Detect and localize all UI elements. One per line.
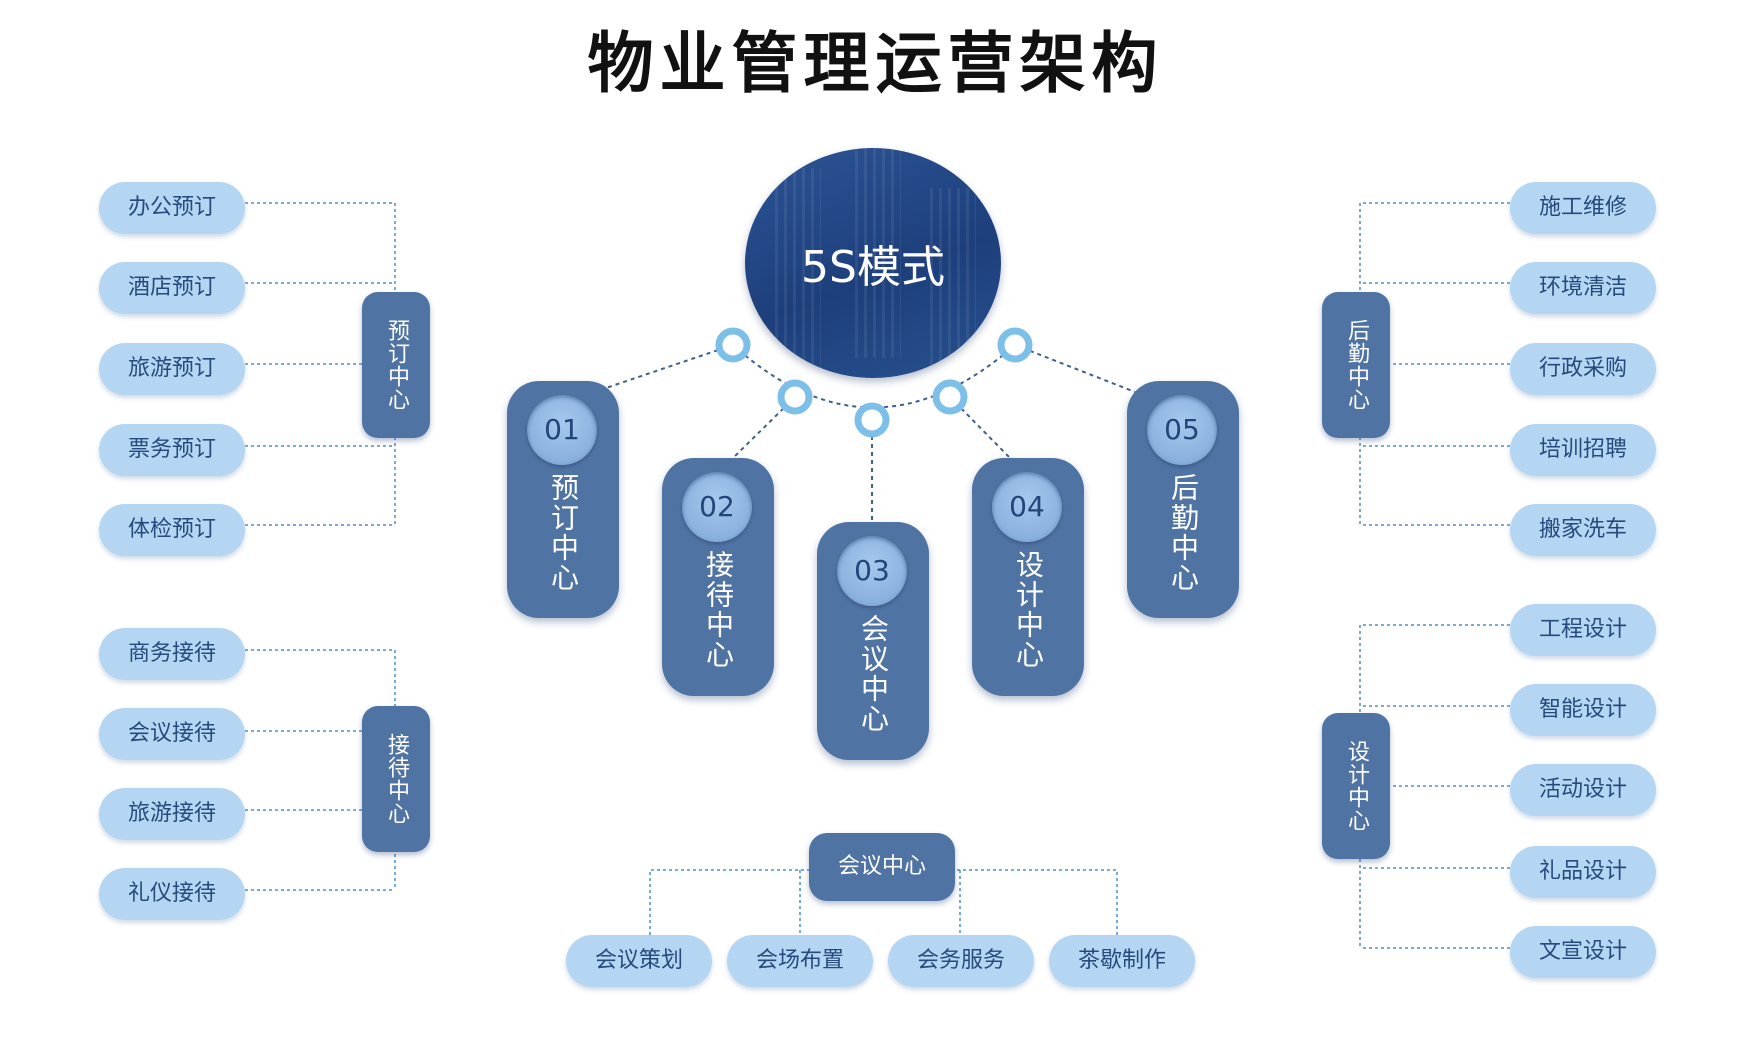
logistics-item[interactable]: 施工维修 xyxy=(1510,182,1656,234)
reception-item[interactable]: 商务接待 xyxy=(99,628,245,680)
center-number: 04 xyxy=(992,472,1062,542)
design-item[interactable]: 工程设计 xyxy=(1510,604,1656,656)
building-texture xyxy=(930,188,976,378)
logistics-item[interactable]: 培训招聘 xyxy=(1510,424,1656,476)
center-number: 02 xyxy=(682,472,752,542)
conference-item[interactable]: 会务服务 xyxy=(888,935,1034,987)
center-card-01[interactable]: 01 预订中心 xyxy=(507,381,619,618)
reservation-item[interactable]: 办公预订 xyxy=(99,182,245,234)
center-label: 后勤中心 xyxy=(1167,473,1200,593)
reception-center-label: 接待中心 xyxy=(384,733,409,825)
conference-center-node[interactable]: 会议中心 xyxy=(809,833,955,901)
reservation-center-node[interactable]: 预订中心 xyxy=(362,292,430,438)
design-item[interactable]: 活动设计 xyxy=(1510,764,1656,816)
center-number: 01 xyxy=(527,395,597,465)
logistics-item[interactable]: 环境清洁 xyxy=(1510,262,1656,314)
reservation-item[interactable]: 票务预订 xyxy=(99,424,245,476)
center-number: 05 xyxy=(1147,395,1217,465)
center-card-04[interactable]: 04 设计中心 xyxy=(972,458,1084,696)
logistics-item[interactable]: 行政采购 xyxy=(1510,343,1656,395)
hub-circle: 5S模式 xyxy=(745,148,1001,378)
hub-label: 5S模式 xyxy=(801,242,945,293)
center-label: 设计中心 xyxy=(1012,550,1045,670)
center-label: 接待中心 xyxy=(702,550,735,670)
connector-ring xyxy=(854,402,890,438)
connector-ring xyxy=(997,327,1033,363)
building-texture xyxy=(855,148,901,358)
page-title: 物业管理运营架构 xyxy=(587,25,1164,102)
design-item[interactable]: 礼品设计 xyxy=(1510,846,1656,898)
conference-item[interactable]: 会议策划 xyxy=(566,935,712,987)
center-label: 预订中心 xyxy=(547,473,580,593)
center-label: 会议中心 xyxy=(857,614,890,734)
center-card-05[interactable]: 05 后勤中心 xyxy=(1127,381,1239,618)
connector-ring xyxy=(777,379,813,415)
reception-item[interactable]: 会议接待 xyxy=(99,708,245,760)
reservation-item[interactable]: 体检预订 xyxy=(99,504,245,556)
design-item[interactable]: 文宣设计 xyxy=(1510,926,1656,978)
reception-center-node[interactable]: 接待中心 xyxy=(362,706,430,852)
connector-ring xyxy=(932,379,968,415)
building-texture xyxy=(775,168,821,378)
conference-item[interactable]: 茶歇制作 xyxy=(1049,935,1195,987)
center-card-02[interactable]: 02 接待中心 xyxy=(662,458,774,696)
design-center-node[interactable]: 设计中心 xyxy=(1322,713,1390,859)
center-card-03[interactable]: 03 会议中心 xyxy=(817,522,929,760)
reception-item[interactable]: 礼仪接待 xyxy=(99,868,245,920)
design-item[interactable]: 智能设计 xyxy=(1510,684,1656,736)
reservation-item[interactable]: 酒店预订 xyxy=(99,262,245,314)
connector-ring xyxy=(715,327,751,363)
logistics-center-node[interactable]: 后勤中心 xyxy=(1322,292,1390,438)
reservation-center-label: 预订中心 xyxy=(384,319,409,411)
logistics-item[interactable]: 搬家洗车 xyxy=(1510,504,1656,556)
design-center-label: 设计中心 xyxy=(1344,740,1369,832)
reservation-item[interactable]: 旅游预订 xyxy=(99,343,245,395)
logistics-center-label: 后勤中心 xyxy=(1344,319,1369,411)
reception-item[interactable]: 旅游接待 xyxy=(99,788,245,840)
conference-item[interactable]: 会场布置 xyxy=(727,935,873,987)
center-number: 03 xyxy=(837,536,907,606)
